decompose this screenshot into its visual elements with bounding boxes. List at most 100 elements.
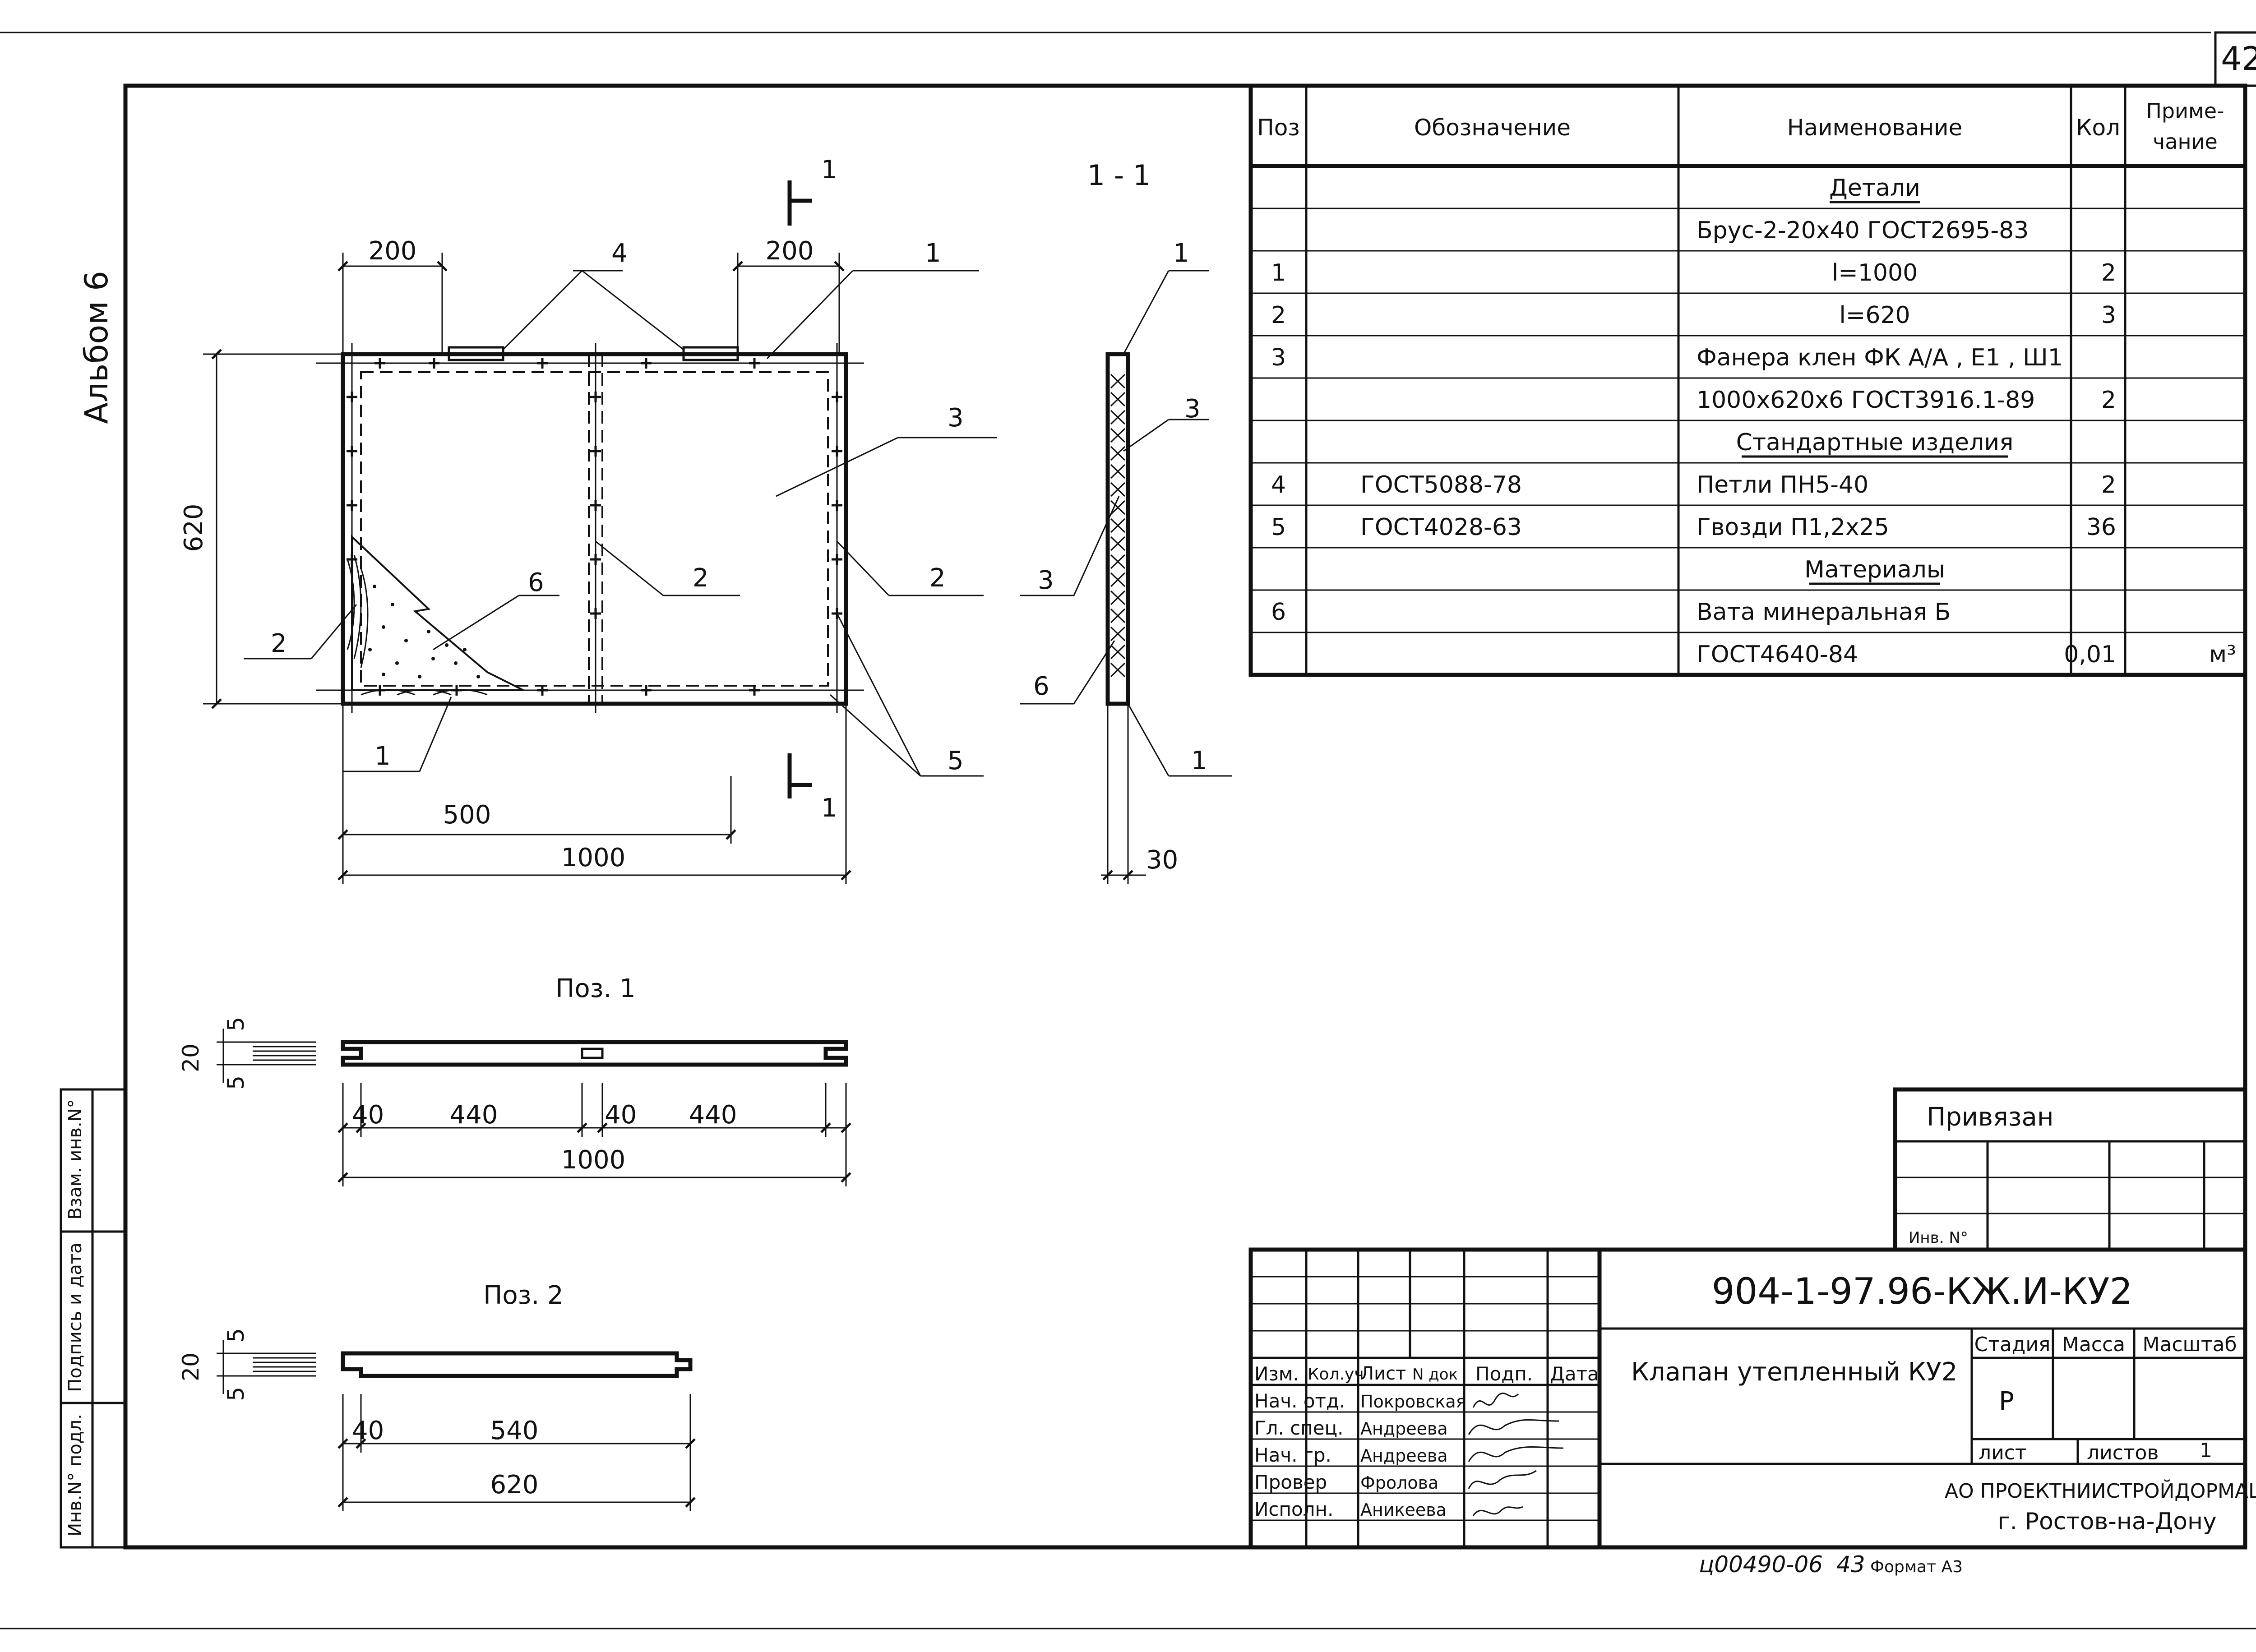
callout-1-top: 1: [925, 239, 941, 268]
spec-row: Материалы: [1804, 556, 1945, 585]
title-person-role: Нач. гр.: [1254, 1444, 1331, 1466]
spec-header-note: чание: [2153, 129, 2218, 154]
title-listov-value: 1: [2200, 1439, 2212, 1462]
spec-name: l=1000: [1832, 259, 1918, 286]
spec-pos: 3: [1271, 344, 1286, 371]
spec-row: 4 ГОСТ5088-78 Петли ПН5-40 2: [1271, 471, 2116, 498]
spec-qty: 36: [2086, 514, 2116, 541]
spec-pos: 1: [1271, 259, 1286, 286]
callout-3: 3: [948, 403, 964, 433]
pos2-dim-20: 20: [178, 1352, 204, 1381]
section-label: 1 - 1: [1087, 159, 1151, 192]
section-callout-1-bottom: 1: [1191, 746, 1207, 775]
pos1-dim-440a: 440: [450, 1100, 498, 1130]
title-person-role: Нач. отд.: [1254, 1390, 1345, 1412]
pos2-title: Поз. 2: [483, 1281, 563, 1310]
frame-inner-dashed: [360, 371, 829, 687]
cut-mark-bottom: 1: [821, 794, 837, 823]
title-hdr-izm: Изм.: [1254, 1363, 1299, 1385]
section-callout-6: 6: [1033, 672, 1049, 701]
dim-200-left: 200: [369, 236, 417, 266]
spec-designation: ГОСТ5088-78: [1360, 471, 1522, 498]
callout-1-bottom: 1: [374, 742, 391, 771]
spec-row: Детали: [1829, 175, 1920, 203]
spec-name: Фанера клен ФК А/А , Е1 , Ш1: [1697, 344, 2063, 371]
pos1-view: [217, 1029, 851, 1186]
bottom-code: ц00490-06: [1699, 1551, 1823, 1578]
spec-border: [1248, 83, 2247, 677]
title-stage: Р: [1999, 1387, 2014, 1416]
dim-500: 500: [443, 800, 491, 830]
title-stage-header: Стадия: [1974, 1333, 2051, 1356]
side-inv-podl: Инв.N° подл.: [65, 1414, 86, 1537]
section-view: [1020, 270, 1232, 884]
side-stamp: [60, 1088, 127, 1549]
title-mass-header: Масса: [2062, 1333, 2125, 1356]
side-podpis: Подпись и дата: [65, 1242, 86, 1392]
spec-name: 1000х620х6 ГОСТ3916.1-89: [1697, 387, 2035, 414]
binding-title: Привязан: [1927, 1103, 2053, 1132]
pos1-dim-5b: 5: [223, 1075, 249, 1090]
spec-pos: 2: [1271, 302, 1286, 329]
title-list: лист: [1979, 1441, 2027, 1464]
pos1-dim-5a: 5: [223, 1017, 249, 1031]
callout-2-left: 2: [271, 629, 287, 658]
spec-header-qty: Кол: [2076, 115, 2120, 141]
pos2-dim-5a: 5: [223, 1328, 249, 1343]
spec-name: l=620: [1839, 302, 1910, 329]
spec-header-pos: Поз: [1257, 115, 1300, 141]
title-person-name: Аникеева: [1360, 1500, 1447, 1520]
title-person-name: Фролова: [1360, 1473, 1438, 1493]
sheet-frame: [123, 83, 2247, 1550]
nail-marks: [347, 358, 842, 696]
spec-name: Стандартные изделия: [1736, 429, 2014, 456]
spec-note: м³: [2209, 641, 2236, 668]
dim-620: 620: [179, 504, 208, 552]
bottom-format: Формат А3: [1870, 1558, 1963, 1576]
title-hdr-kol: Кол.уч: [1308, 1365, 1364, 1384]
title-hdr-podp: Подп.: [1475, 1363, 1533, 1385]
spec-pos: 6: [1271, 599, 1286, 626]
spec-header-designation: Обозначение: [1414, 115, 1571, 141]
callout-2-right: 2: [929, 563, 946, 593]
pos1-dim-20: 20: [178, 1043, 204, 1072]
section-callout-3-left: 3: [1038, 566, 1054, 595]
title-hdr-list: Лист: [1360, 1363, 1406, 1384]
front-view: [203, 180, 997, 884]
spec-qty: 2: [2101, 471, 2116, 498]
spec-name: Материалы: [1804, 556, 1945, 583]
title-person-row: Нач. отд.Покровская: [1254, 1390, 1466, 1412]
pos1-dim-40b: 40: [605, 1100, 637, 1130]
pos1-dim-440b: 440: [689, 1100, 737, 1130]
pos2-dim-620: 620: [490, 1470, 539, 1500]
pos2-view: [217, 1340, 696, 1511]
dim-1000: 1000: [561, 843, 626, 872]
binding-inv: Инв. N°: [1909, 1229, 1968, 1247]
title-person-name: Андреева: [1360, 1419, 1448, 1439]
spec-designation: ГОСТ4028-63: [1360, 514, 1522, 541]
title-hdr-data: Дата: [1550, 1363, 1599, 1385]
spec-qty: 2: [2101, 387, 2116, 414]
title-name: Клапан утепленный КУ2: [1631, 1357, 1957, 1387]
spec-pos: 4: [1271, 471, 1286, 498]
title-listov: листов: [2087, 1441, 2159, 1464]
spec-pos: 5: [1271, 514, 1286, 541]
spec-row: 1000х620х6 ГОСТ3916.1-89 2: [1697, 387, 2116, 414]
album-label: Альбом 6: [78, 271, 115, 424]
spec-name: Петли ПН5-40: [1697, 471, 1868, 498]
callout-5: 5: [948, 746, 964, 775]
callout-4: 4: [611, 239, 628, 268]
sheet-number: 42: [2221, 40, 2256, 78]
title-org: АО ПРОЕКТНИИСТРОЙДОРМАШ: [1945, 1479, 2256, 1503]
spec-name: Гвозди П1,2х25: [1697, 514, 1889, 541]
title-person-role: Провер: [1254, 1471, 1327, 1493]
pos2-dim-5b: 5: [223, 1387, 249, 1401]
side-vzam: Взам. инв.N°: [65, 1099, 86, 1219]
bottom-sheet-number: 43: [1836, 1551, 1865, 1578]
spec-row: Стандартные изделия: [1736, 429, 2014, 458]
